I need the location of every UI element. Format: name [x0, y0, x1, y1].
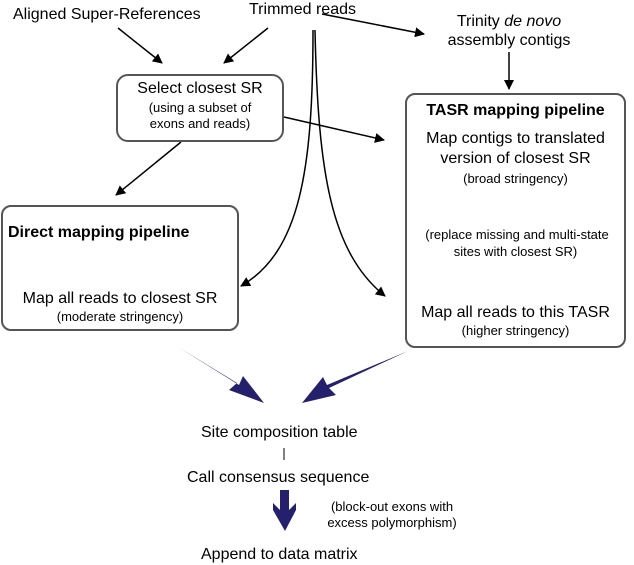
- blockout-line-2: excess polymorphism): [327, 515, 457, 530]
- aligned-super-references-label: Aligned Super-References: [13, 6, 201, 23]
- trinity-label: Trinity de novo assembly contigs: [422, 12, 596, 50]
- arrow-trimmed-curve-to-tasr: [314, 29, 386, 297]
- thick-arrow-consensus-to-append: [273, 490, 296, 531]
- tasr-step1-note: (broad stringency): [463, 171, 568, 186]
- arrow-trimmed-to-trinity: [321, 13, 425, 38]
- direct-stringency-note: (moderate stringency): [56, 309, 184, 324]
- append-data-matrix-label: Append to data matrix: [201, 546, 358, 563]
- arrow-trimmed-to-select: [223, 27, 269, 64]
- tasr-step3-label: Map all reads to this TASR: [421, 304, 610, 321]
- direct-step-label: Map all reads to closest SR: [22, 290, 218, 307]
- trinity-prefix: Trinity: [456, 13, 505, 30]
- tasr-step1-line-1: Map contigs to translated: [426, 130, 605, 147]
- thick-arrow-direct-to-site: [178, 347, 264, 403]
- select-sr-title: Select closest SR: [137, 80, 263, 97]
- blockout-line-1: (block-out exons with: [330, 499, 454, 514]
- tasr-mapping-box: [405, 93, 626, 348]
- arrow-select-to-direct: [115, 141, 182, 196]
- arrow-aligned-to-select: [117, 27, 163, 64]
- direct-mapping-box: [1, 205, 239, 331]
- thick-arrow-tasr-to-site: [302, 351, 408, 403]
- trimmed-reads-label: Trimmed reads: [249, 1, 356, 18]
- site-composition-label: Site composition table: [201, 424, 358, 441]
- arrow-trimmed-curve-to-direct: [240, 29, 314, 287]
- trinity-line-2: assembly contigs: [447, 32, 571, 49]
- select-sr-line-2: (using a subset of: [148, 100, 252, 115]
- trinity-line-1: Trinity de novo: [422, 12, 596, 31]
- tasr-step2-line-2: sites with closest SR): [453, 244, 578, 259]
- tasr-step2-line-1: (replace missing and multi-state: [425, 227, 609, 242]
- blockout-note: (block-out exons with excess polymorphis…: [297, 499, 487, 531]
- direct-mapping-title: Direct mapping pipeline: [8, 224, 190, 241]
- tasr-step3-note: (higher stringency): [461, 323, 570, 338]
- select-closest-sr-box: Select closest SR (using a subset of exo…: [116, 74, 284, 142]
- arrow-select-to-tasr: [283, 116, 385, 143]
- trinity-italic: de novo: [504, 13, 562, 30]
- tasr-mapping-title: TASR mapping pipeline: [426, 102, 605, 119]
- call-consensus-label: Call consensus sequence: [187, 469, 370, 486]
- tasr-step1-line-2: version of closest SR: [440, 150, 591, 167]
- select-sr-line-3: exons and reads): [149, 116, 251, 131]
